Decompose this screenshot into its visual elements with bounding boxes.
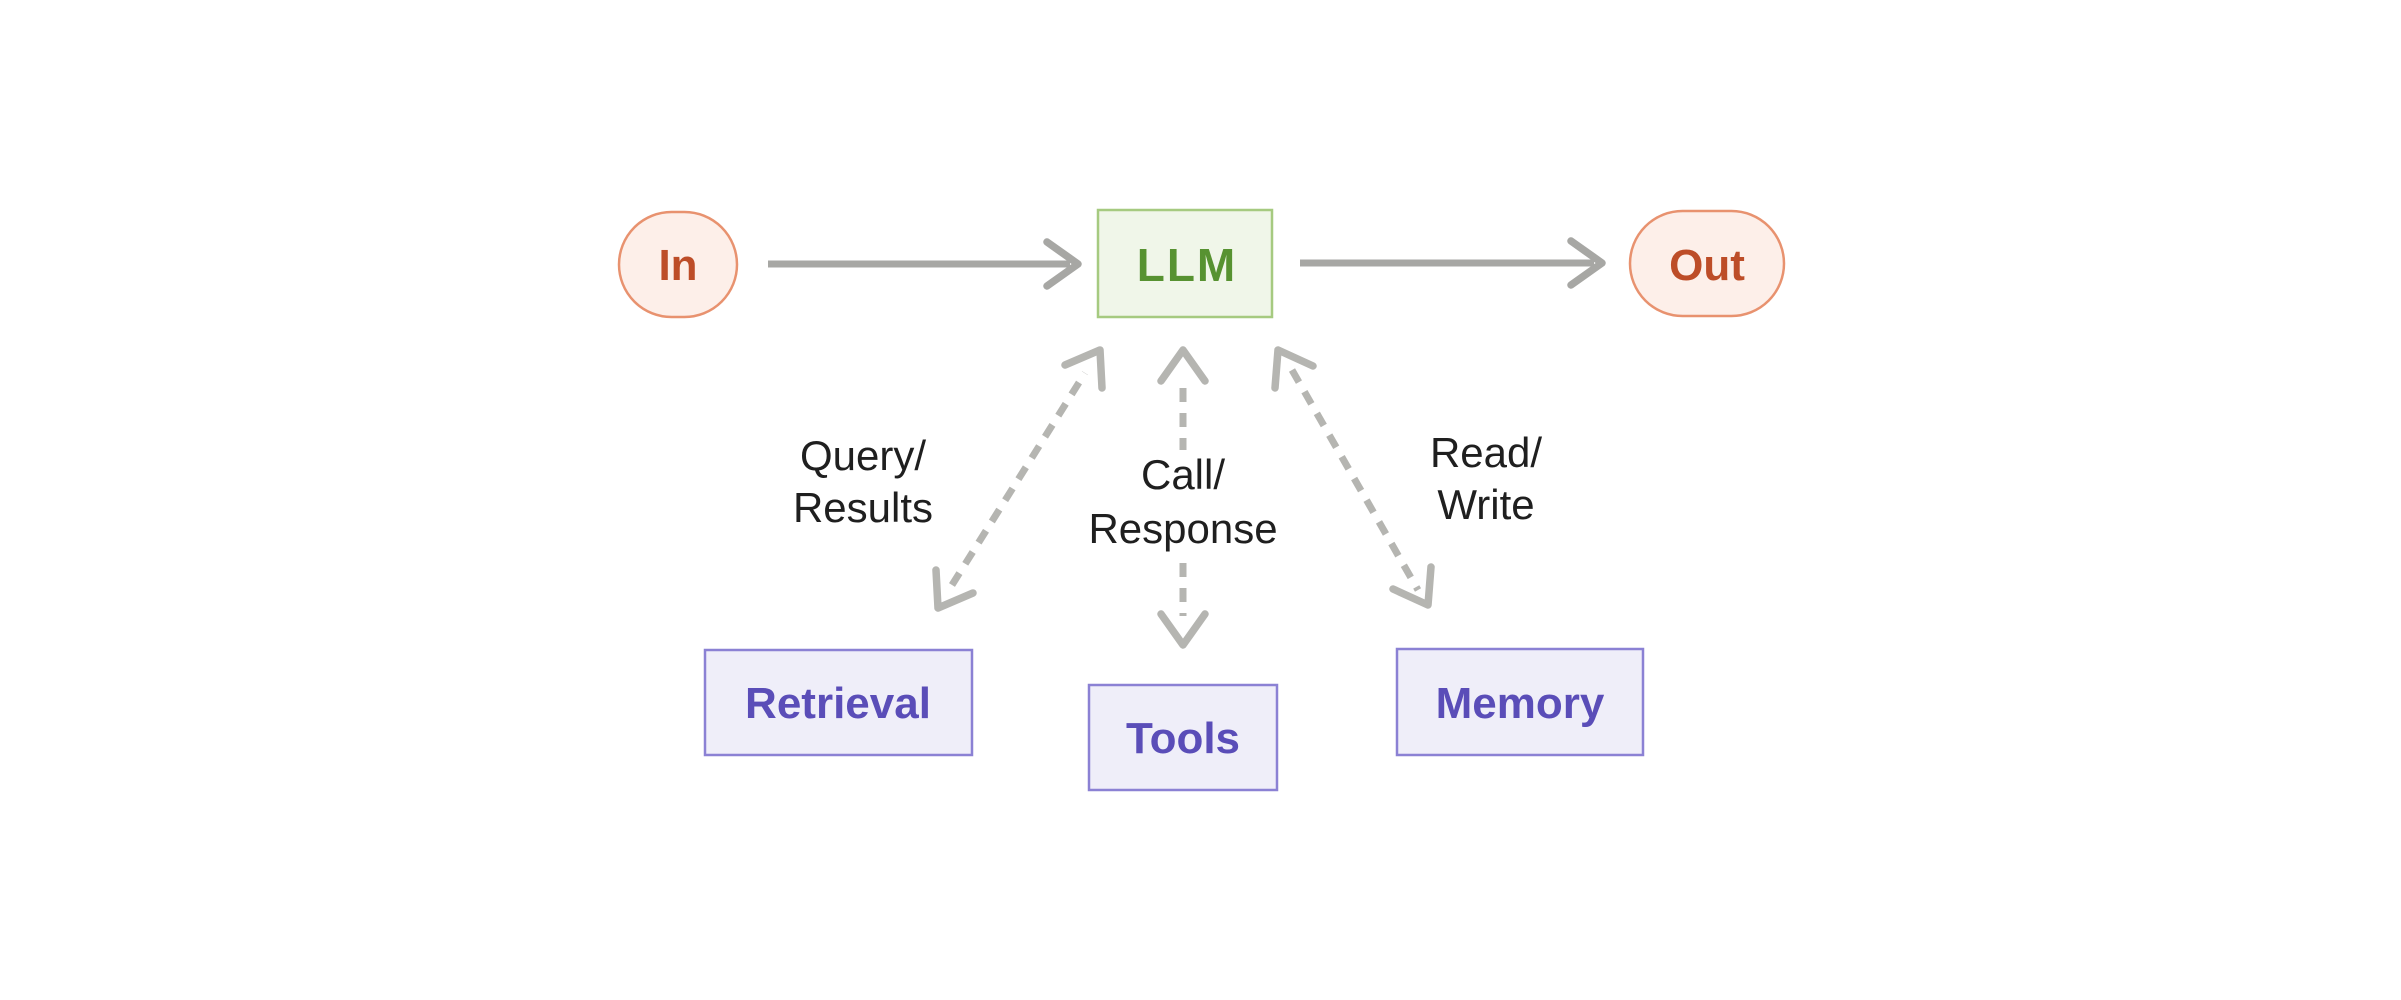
out-node: Out xyxy=(1628,209,1786,318)
llm-to-out-arrow xyxy=(1300,237,1606,289)
retrieval-node-label: Retrieval xyxy=(745,679,931,728)
down-arrowhead-icon xyxy=(1389,563,1435,609)
in-node-shape xyxy=(617,210,739,319)
memory-node-shape xyxy=(1395,647,1645,757)
memory-node-label: Memory xyxy=(1436,679,1605,728)
llm-retrieval-arrow xyxy=(932,346,1106,612)
read-write-line1: Read/ xyxy=(1430,429,1542,476)
in-node: In xyxy=(617,210,739,319)
right-arrowhead-icon xyxy=(1567,237,1606,289)
call-response-label: Call/ Response xyxy=(1088,451,1277,552)
label-mask xyxy=(1088,450,1278,552)
llm-node-label: LLM xyxy=(1137,239,1238,291)
in-node-label: In xyxy=(658,241,697,290)
query-results-line2: Results xyxy=(793,484,933,531)
tools-node-label: Tools xyxy=(1126,714,1240,763)
tools-node: Tools xyxy=(1087,683,1279,792)
retrieval-node: Retrieval xyxy=(703,648,974,757)
in-to-llm-arrow xyxy=(768,238,1082,290)
read-write-label: Read/ Write xyxy=(1430,429,1542,528)
out-node-shape xyxy=(1628,209,1786,318)
llm-memory-arrow xyxy=(1271,346,1435,609)
read-write-line2: Write xyxy=(1437,481,1534,528)
llm-memory-dashed-line xyxy=(1288,368,1422,592)
memory-node: Memory xyxy=(1395,647,1645,757)
right-arrowhead-icon xyxy=(1043,238,1082,290)
llm-node-shape xyxy=(1096,208,1274,319)
out-node-label: Out xyxy=(1669,241,1745,290)
llm-retrieval-dashed-line xyxy=(949,371,1088,587)
up-left-arrowhead-icon xyxy=(1271,346,1317,392)
query-results-label: Query/ Results xyxy=(793,432,933,531)
up-right-arrowhead-icon xyxy=(1061,346,1106,392)
query-results-line1: Query/ xyxy=(800,432,926,479)
retrieval-node-shape xyxy=(703,648,974,757)
down-arrowhead-icon xyxy=(1157,610,1209,649)
up-arrowhead-icon xyxy=(1157,346,1209,385)
llm-node: LLM xyxy=(1096,208,1274,319)
call-response-line2: Response xyxy=(1088,505,1277,552)
call-response-line1: Call/ xyxy=(1141,451,1225,498)
down-left-arrowhead-icon xyxy=(932,566,977,612)
tools-node-shape xyxy=(1087,683,1279,792)
